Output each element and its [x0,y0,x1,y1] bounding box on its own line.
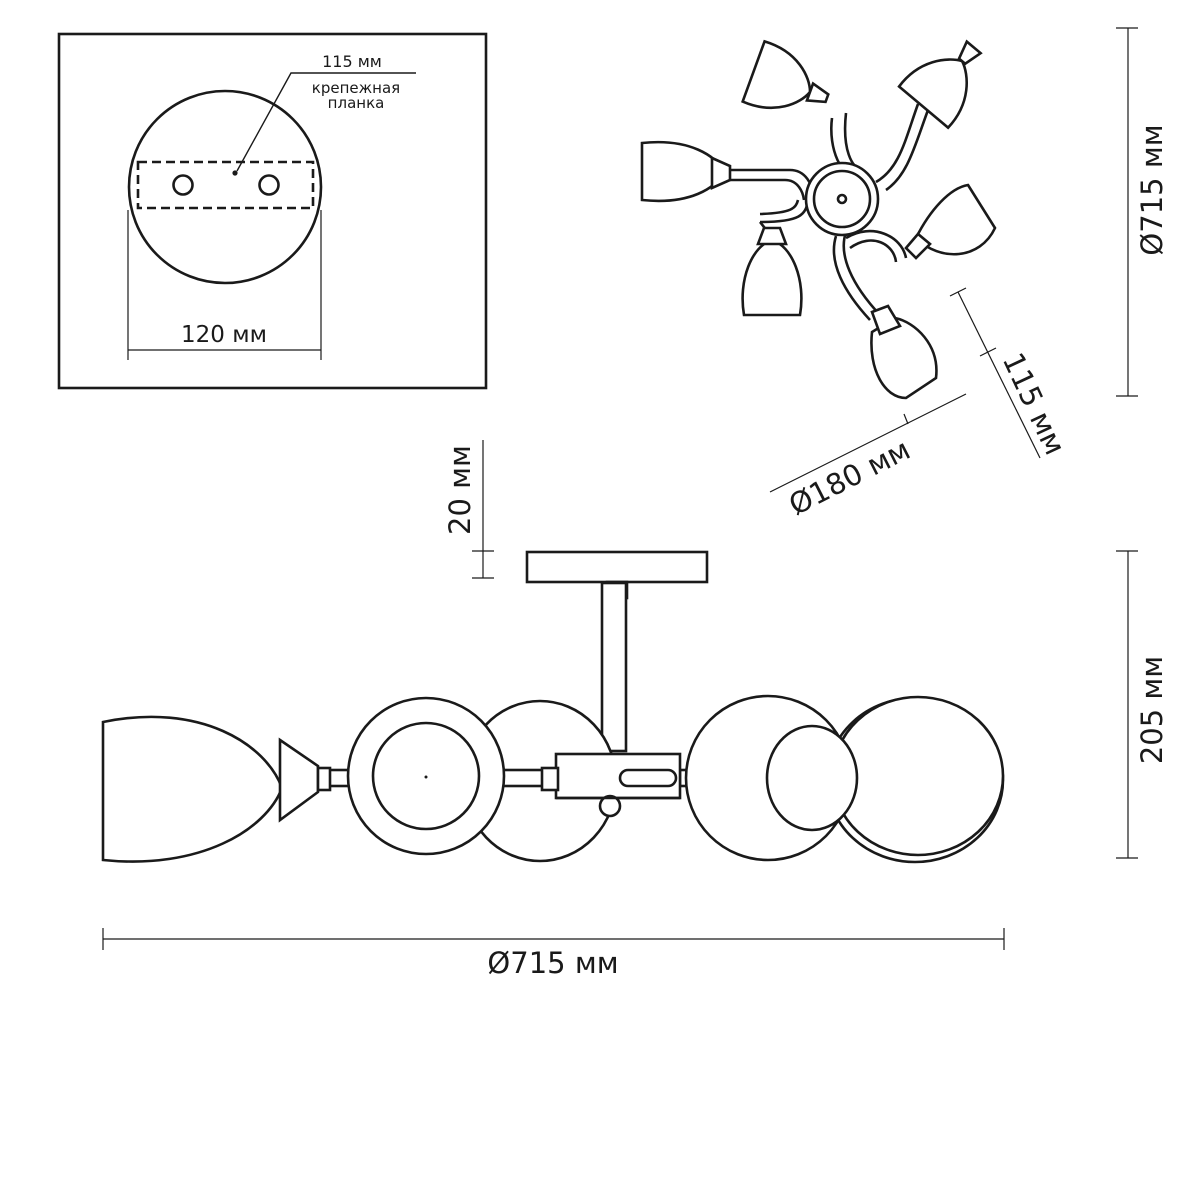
shade-offset-label: 115 мм [996,348,1073,461]
top-canopy-center [836,193,848,205]
arm-bottom [842,231,881,316]
top-canopy-outer [804,161,880,237]
shade-bottom [870,304,938,400]
top-view: Ø715 мм 115 мм Ø180 мм [640,27,1169,522]
shade-left [640,140,732,203]
detail-frame [57,32,488,390]
arm-left-bottom-inner [759,199,800,216]
canopy-dim-line [769,393,967,493]
mounting-bracket-outline [136,160,315,210]
offset-dim-tick-2 [979,347,997,357]
hub-pin [618,768,678,788]
shade-upper-left [741,39,830,110]
shade-front-left [101,715,332,863]
screw-hole-left [172,174,194,196]
screw-hole-right [258,174,280,196]
shade-left-socket [316,766,332,792]
height-label: 205 мм [1135,656,1169,764]
arm-upper-right-inner [885,109,930,192]
plate-diameter-label: 120 мм [181,322,267,348]
offset-dim-tick-1 [949,287,967,297]
canopy-dim-tick [903,413,909,425]
shade-upper-right [897,39,983,130]
shade-front-center [346,696,506,856]
canopy-diameter-label: Ø180 мм [783,432,915,522]
hub-cap-left [540,766,560,792]
side-canopy [525,550,709,584]
side-view: 20 мм 205 мм Ø715 мм [101,440,1169,980]
bracket-leader-line [236,72,416,172]
arm-upper-left-inner [843,112,863,172]
arm-bottom-inner [832,235,871,321]
offset-dim-line [957,291,1041,459]
mount-plate-detail: 115 мм крепежная планка 120 мм [57,32,488,390]
shade-right [904,183,997,260]
top-canopy-inner [812,169,872,229]
arm-left-top-inner [728,178,806,201]
slot-length-label: 115 мм [322,52,382,71]
ceiling-plate-circle [127,89,323,285]
center-rod [600,581,628,753]
arm-upper-right [875,103,920,184]
shade-back-right-rim [831,695,1005,857]
top-overall-diameter-label: Ø715 мм [1135,124,1169,255]
shade-front-right [684,694,859,862]
bracket-label-line2: планка [328,94,385,112]
canopy-thickness-label: 20 мм [443,445,477,535]
bracket-center-dot [232,170,238,176]
hub-bolt [598,794,622,818]
side-overall-diameter-label: Ø715 мм [487,946,618,980]
shade-lower-left [741,226,803,317]
bracket-label-line1: крепежная [312,79,400,97]
arm-right-inner [849,239,898,263]
